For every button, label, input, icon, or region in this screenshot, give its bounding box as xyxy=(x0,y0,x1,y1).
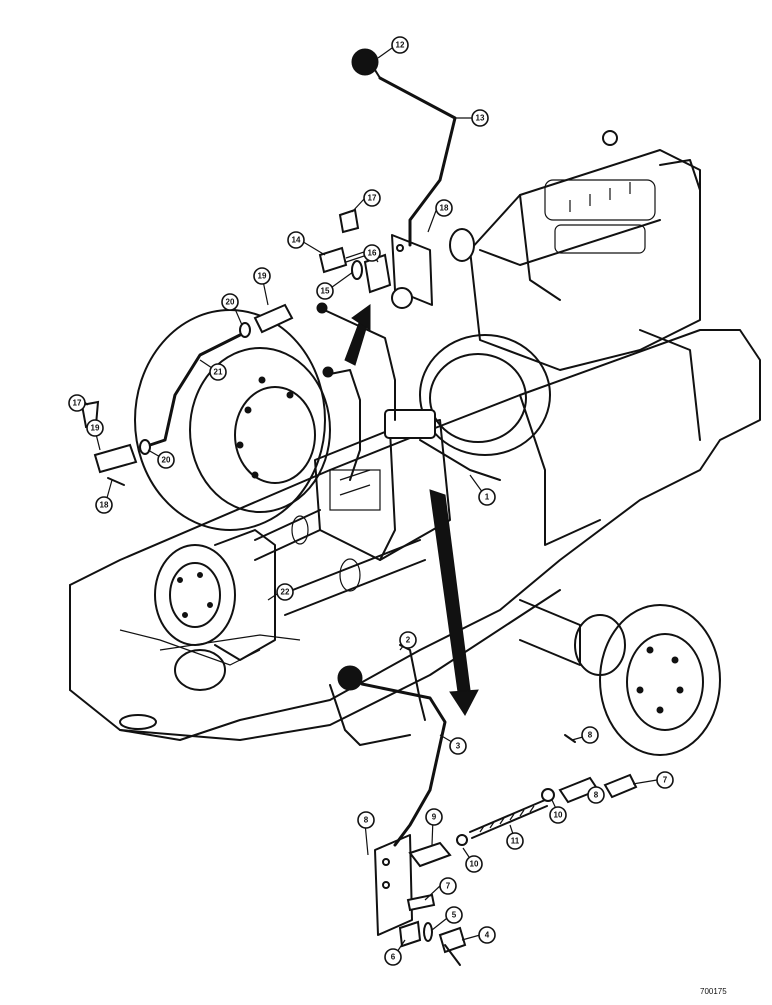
callout-9: 9 xyxy=(425,808,443,826)
upper-shift-lever xyxy=(351,48,457,309)
callout-21: 21 xyxy=(209,363,227,381)
svg-text:14: 14 xyxy=(292,236,301,245)
callout-18: 18 xyxy=(435,199,453,217)
callout-20: 20 xyxy=(221,293,239,311)
callout-8: 8 xyxy=(587,786,605,804)
svg-text:17: 17 xyxy=(73,399,82,408)
svg-text:20: 20 xyxy=(226,298,235,307)
control-rods xyxy=(119,302,396,666)
callout-15: 15 xyxy=(316,282,334,300)
svg-text:20: 20 xyxy=(162,456,171,465)
svg-text:5: 5 xyxy=(452,911,457,920)
callout-14: 14 xyxy=(287,231,305,249)
svg-text:17: 17 xyxy=(368,194,377,203)
svg-text:3: 3 xyxy=(456,742,461,751)
callout-6: 6 xyxy=(384,948,402,966)
assembly-arrows xyxy=(344,304,479,716)
svg-text:7: 7 xyxy=(663,776,668,785)
svg-text:4: 4 xyxy=(485,931,490,940)
svg-text:13: 13 xyxy=(476,114,485,123)
callout-20: 20 xyxy=(157,451,175,469)
callout-10: 10 xyxy=(549,806,567,824)
callout-4: 4 xyxy=(478,926,496,944)
callout-8: 8 xyxy=(581,726,599,744)
left-linkage xyxy=(80,303,294,486)
svg-text:7: 7 xyxy=(446,882,451,891)
svg-text:15: 15 xyxy=(321,287,330,296)
svg-text:12: 12 xyxy=(396,41,405,50)
svg-text:18: 18 xyxy=(100,501,109,510)
auxiliary-gearbox xyxy=(154,529,276,691)
svg-text:18: 18 xyxy=(440,204,449,213)
svg-text:19: 19 xyxy=(91,424,100,433)
svg-text:11: 11 xyxy=(511,837,520,846)
callout-18: 18 xyxy=(95,496,113,514)
svg-text:8: 8 xyxy=(588,731,593,740)
svg-text:6: 6 xyxy=(391,953,396,962)
svg-text:8: 8 xyxy=(364,816,369,825)
engine-block xyxy=(449,130,701,371)
svg-text:9: 9 xyxy=(432,813,437,822)
callout-22: 22 xyxy=(276,583,294,601)
svg-text:19: 19 xyxy=(258,272,267,281)
drive-shafts xyxy=(254,509,426,616)
drawing-number: 700175 xyxy=(700,987,727,996)
svg-text:2: 2 xyxy=(406,636,411,645)
upper-pivot-hardware xyxy=(318,208,392,294)
clutch-housing xyxy=(419,334,551,481)
callout-2: 2 xyxy=(399,631,417,649)
svg-text:10: 10 xyxy=(470,860,479,869)
callout-7: 7 xyxy=(439,877,457,895)
callout-19: 19 xyxy=(86,419,104,437)
callout-3: 3 xyxy=(449,737,467,755)
chassis-frame xyxy=(69,329,761,741)
flywheel xyxy=(134,309,331,531)
callout-10: 10 xyxy=(465,855,483,873)
svg-text:16: 16 xyxy=(368,249,377,258)
callout-13: 13 xyxy=(471,109,489,127)
callout-12: 12 xyxy=(391,36,409,54)
callout-17: 17 xyxy=(68,394,86,412)
svg-text:21: 21 xyxy=(214,368,223,377)
transmission xyxy=(314,409,451,561)
front-axle-hub xyxy=(519,599,721,756)
callout-8: 8 xyxy=(357,811,375,829)
lower-pivot-hardware xyxy=(398,893,467,966)
callout-16: 16 xyxy=(363,244,381,262)
svg-text:22: 22 xyxy=(281,588,290,597)
callout-19: 19 xyxy=(253,267,271,285)
svg-text:1: 1 xyxy=(485,493,490,502)
callout-1: 1 xyxy=(478,488,496,506)
svg-text:10: 10 xyxy=(554,811,563,820)
svg-text:8: 8 xyxy=(594,791,599,800)
callout-17: 17 xyxy=(363,189,381,207)
callout-11: 11 xyxy=(506,832,524,850)
callout-7: 7 xyxy=(656,771,674,789)
callout-5: 5 xyxy=(445,906,463,924)
